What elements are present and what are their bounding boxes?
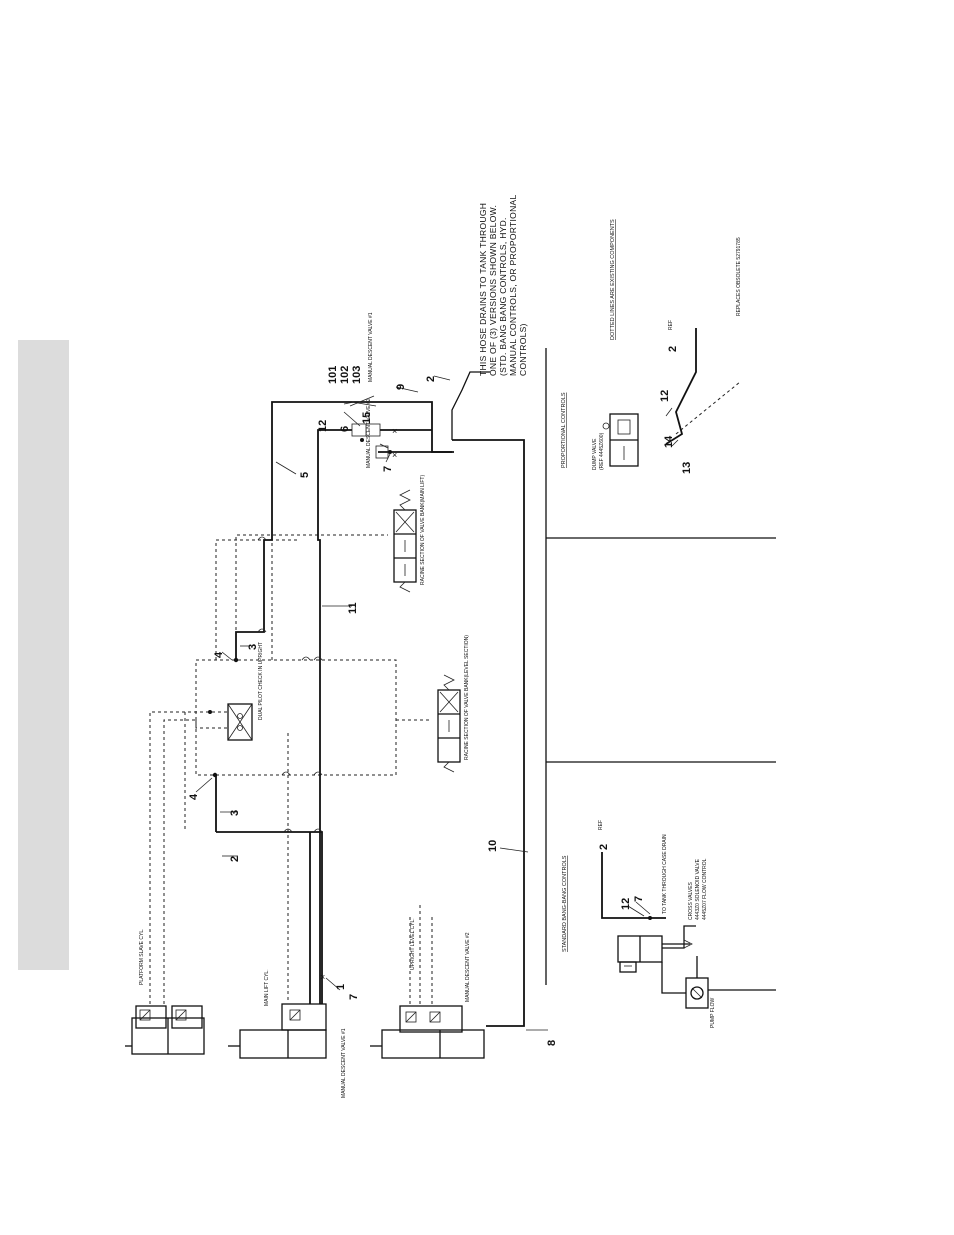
solenoid-valve-symbol [617,925,696,973]
callout-4b: 4 [213,651,225,658]
callout-7c: 7 [633,896,645,902]
bang-bang-lines [601,852,666,920]
callout-1: 1 [335,984,347,990]
callout-102: 102 [339,366,351,384]
junction-dots [208,438,392,778]
to-tank-label: TO TANK THROUGH CASE DRAIN [662,834,668,914]
ref-label-bang-bang: REF [598,820,604,830]
dual-pilot-check-valve [227,703,253,741]
callout-3b: 3 [247,644,259,650]
pump-flow-label: PUMP FLOW [710,998,716,1028]
callout-8: 8 [546,1040,558,1046]
dump-valve-ref-label: (REF 4445Z600) [599,432,605,470]
callout-3a: 3 [229,810,241,816]
callout-numbers: 2 4 3 4 3 5 11 10 8 1 7 12 6 15 7 9 2 10… [188,366,558,1046]
dotted-lines-note: DOTTED LINES ARE EXISTING COMPONENTS [610,219,616,340]
solenoid-valve-label: 4443Z0 SOLENOID VALVE [695,858,701,920]
callout-12b: 12 [659,390,671,402]
hose-note-line-1: THIS HOSE DRAINS TO TANK THROUGH [478,203,488,376]
section-dividers [545,348,776,985]
callout-5: 5 [299,472,311,478]
callout-103: 103 [351,366,363,384]
callout-4a: 4 [188,793,200,800]
replaces-note: REPLACES OBSOLETE 52791785 [736,237,742,316]
hose-note-line-5: CONTROLS) [518,323,528,376]
svg-text:×: × [320,972,325,982]
proportional-lines [665,328,741,447]
dump-valve-symbol [602,413,639,467]
manual-descent-valve-1-top-label: MANUAL DESCENT VALVE #1 [368,312,374,382]
manual-descent-valve-2-left-label: MANUAL DESCENT VALVE #2 [465,932,471,1002]
platform-slave-cylinder [125,1005,205,1055]
ref-label-proportional: REF [668,320,674,330]
upright-level-cyl-label: UPRIGHT LEVEL CYL. [410,918,416,970]
racine-valve-main-lift [393,489,417,593]
hose-note-line-3: (STD. BANG BANG CONTROLS, HYD. [498,217,508,376]
hose-note: THIS HOSE DRAINS TO TANK THROUGH ONE OF … [478,194,528,376]
callout-12c: 12 [620,898,632,910]
callout-7b: 7 [382,466,394,472]
cross-marks: × × × [320,426,397,982]
dump-valve-label: DUMP VALVE [592,438,598,470]
standard-bang-bang-header: STANDARD BANG-BANG CONTROLS [562,855,568,952]
manual-descent-valve-2-top-label: MANUAL DESCENT VALVE #2 [366,398,372,468]
dashed-existing-lines [149,530,433,1004]
platform-slave-cyl-label: PLATFORM SLAVE CYL. [139,929,145,986]
flow-control-label: 4445Z07 FLOW CONTROL [702,858,708,920]
line-crossing-arcs [257,536,323,833]
hose-note-line-4: MANUAL CONTROLS, OR PROPORTIONAL [508,194,518,376]
svg-text:×: × [392,450,397,460]
flow-control-symbol [661,956,776,1009]
callout-9: 9 [395,384,407,390]
manual-descent-valve-1-label: MANUAL DESCENT VALVE #1 [341,1028,347,1098]
dual-pilot-check-label: DUAL PILOT CHECK IN UPRIGHT [258,642,264,720]
callout-14: 14 [663,435,675,448]
callout-2c: 2 [667,346,679,352]
manual-descent-valves-top [351,423,389,459]
callout-15: 15 [361,412,373,424]
callout-10: 10 [487,840,499,852]
main-lift-cylinder [228,1003,327,1059]
racine-valve-level [437,674,461,773]
callout-7a: 7 [348,994,360,1000]
callout-2b: 2 [425,376,437,382]
proportional-controls-header: PROPORTIONAL CONTROLS [561,392,567,468]
callout-13: 13 [681,462,693,474]
callout-leaders [195,375,548,1031]
main-lift-cyl-label: MAIN LIFT CYL. [264,969,270,1006]
callout-12a: 12 [317,420,329,432]
hose-note-line-2: ONE OF (3) VERSIONS SHOWN BELOW. [488,205,498,376]
upright-level-cylinder [370,1005,485,1059]
callout-11: 11 [347,602,359,614]
callout-2a: 2 [229,856,241,862]
racine-main-lift-label: RACINE SECTION OF VALVE BANK(MAIN LIFT) [420,475,426,585]
cross-valves-label: CROSS VALVES [688,881,694,920]
callout-2d: 2 [598,844,610,850]
callout-101: 101 [327,366,339,384]
callout-6: 6 [339,426,351,432]
left-gray-margin-bar [18,340,69,970]
svg-text:×: × [392,426,397,436]
racine-upright-level-label: RACINE SECTION OF VALVE BANK(LEVEL SECTI… [464,635,470,760]
